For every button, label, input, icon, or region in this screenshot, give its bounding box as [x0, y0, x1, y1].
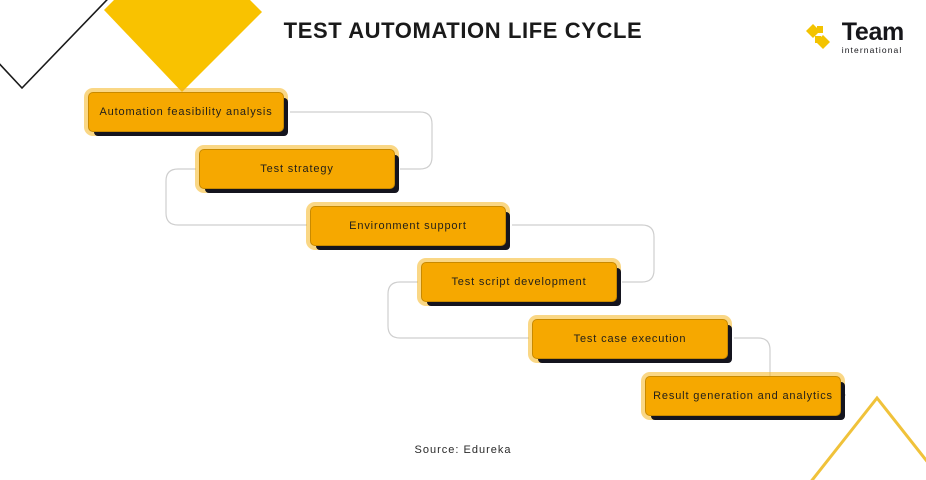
step-label-6: Result generation and analytics	[653, 390, 833, 402]
top-left-yellow-diamond-icon	[104, 0, 262, 92]
top-left-black-chevron-icon	[0, 0, 108, 90]
step-label-1: Automation feasibility analysis	[99, 106, 273, 118]
step-box-6[interactable]: Result generation and analytics	[645, 376, 841, 416]
step-label-2: Test strategy	[260, 163, 334, 175]
source-caption: Source: Edureka	[414, 444, 512, 456]
logo-wordmark: Team international	[841, 18, 905, 55]
step-label-4: Test script development	[451, 276, 587, 288]
step-label-5: Test case execution	[573, 333, 687, 345]
step-box-5[interactable]: Test case execution	[532, 319, 728, 359]
step-box-1[interactable]: Automation feasibility analysis	[88, 92, 284, 132]
brand-logo: Team international	[805, 20, 904, 55]
step-box-2[interactable]: Test strategy	[199, 149, 395, 189]
page-title: TEST AUTOMATION LIFE CYCLE	[283, 18, 643, 43]
step-box-3[interactable]: Environment support	[310, 206, 506, 246]
logo-subtitle: international	[841, 45, 903, 55]
step-label-3: Environment support	[349, 220, 467, 232]
step-box-4[interactable]: Test script development	[421, 262, 617, 302]
logo-name: Team	[841, 18, 905, 46]
team-international-logo-mark	[805, 24, 830, 50]
